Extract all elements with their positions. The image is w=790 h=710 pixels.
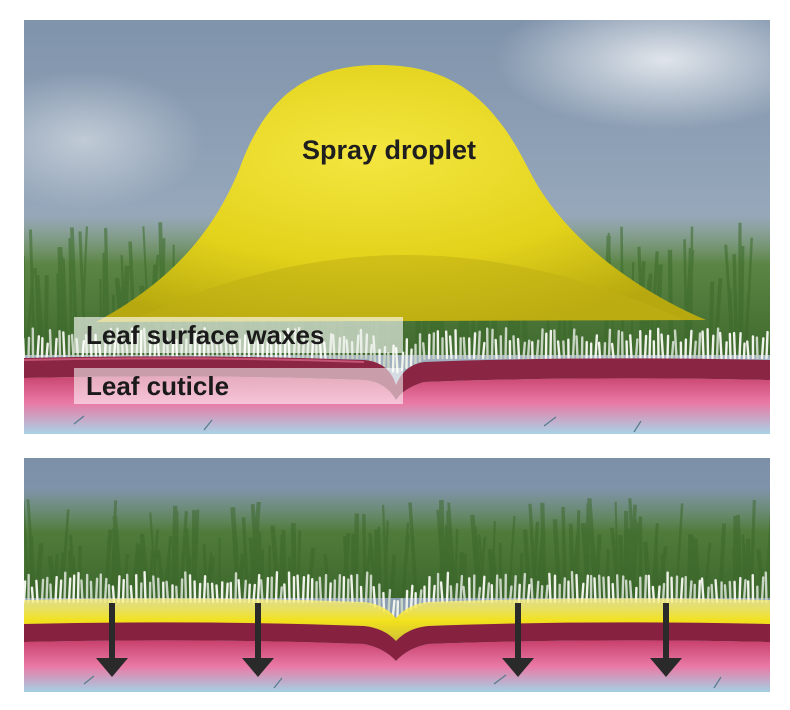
leaf-surface-waxes-label: Leaf surface waxes [74,317,403,353]
absorption-arrows [96,603,682,677]
leaf-cuticle [24,356,770,400]
absorption-panel [24,458,770,692]
down-arrow-icon [96,603,128,677]
leaf-cuticle [24,622,770,661]
leaf-cuticle-label: Leaf cuticle [74,368,403,404]
absorbed-spray-layer [24,598,770,643]
spray-droplet-label: Spray droplet [302,135,477,165]
droplet-scene [24,20,770,434]
spray-droplet [96,65,706,322]
down-arrow-icon [502,603,534,677]
down-arrow-icon [650,603,682,677]
absorption-scene [24,458,770,692]
leaf-surface-waxes [24,570,768,618]
down-arrow-icon [242,603,274,677]
leaf-tissue [24,640,770,692]
droplet-on-leaf-panel: Spray droplet Leaf surface waxes Leaf cu… [24,20,770,434]
